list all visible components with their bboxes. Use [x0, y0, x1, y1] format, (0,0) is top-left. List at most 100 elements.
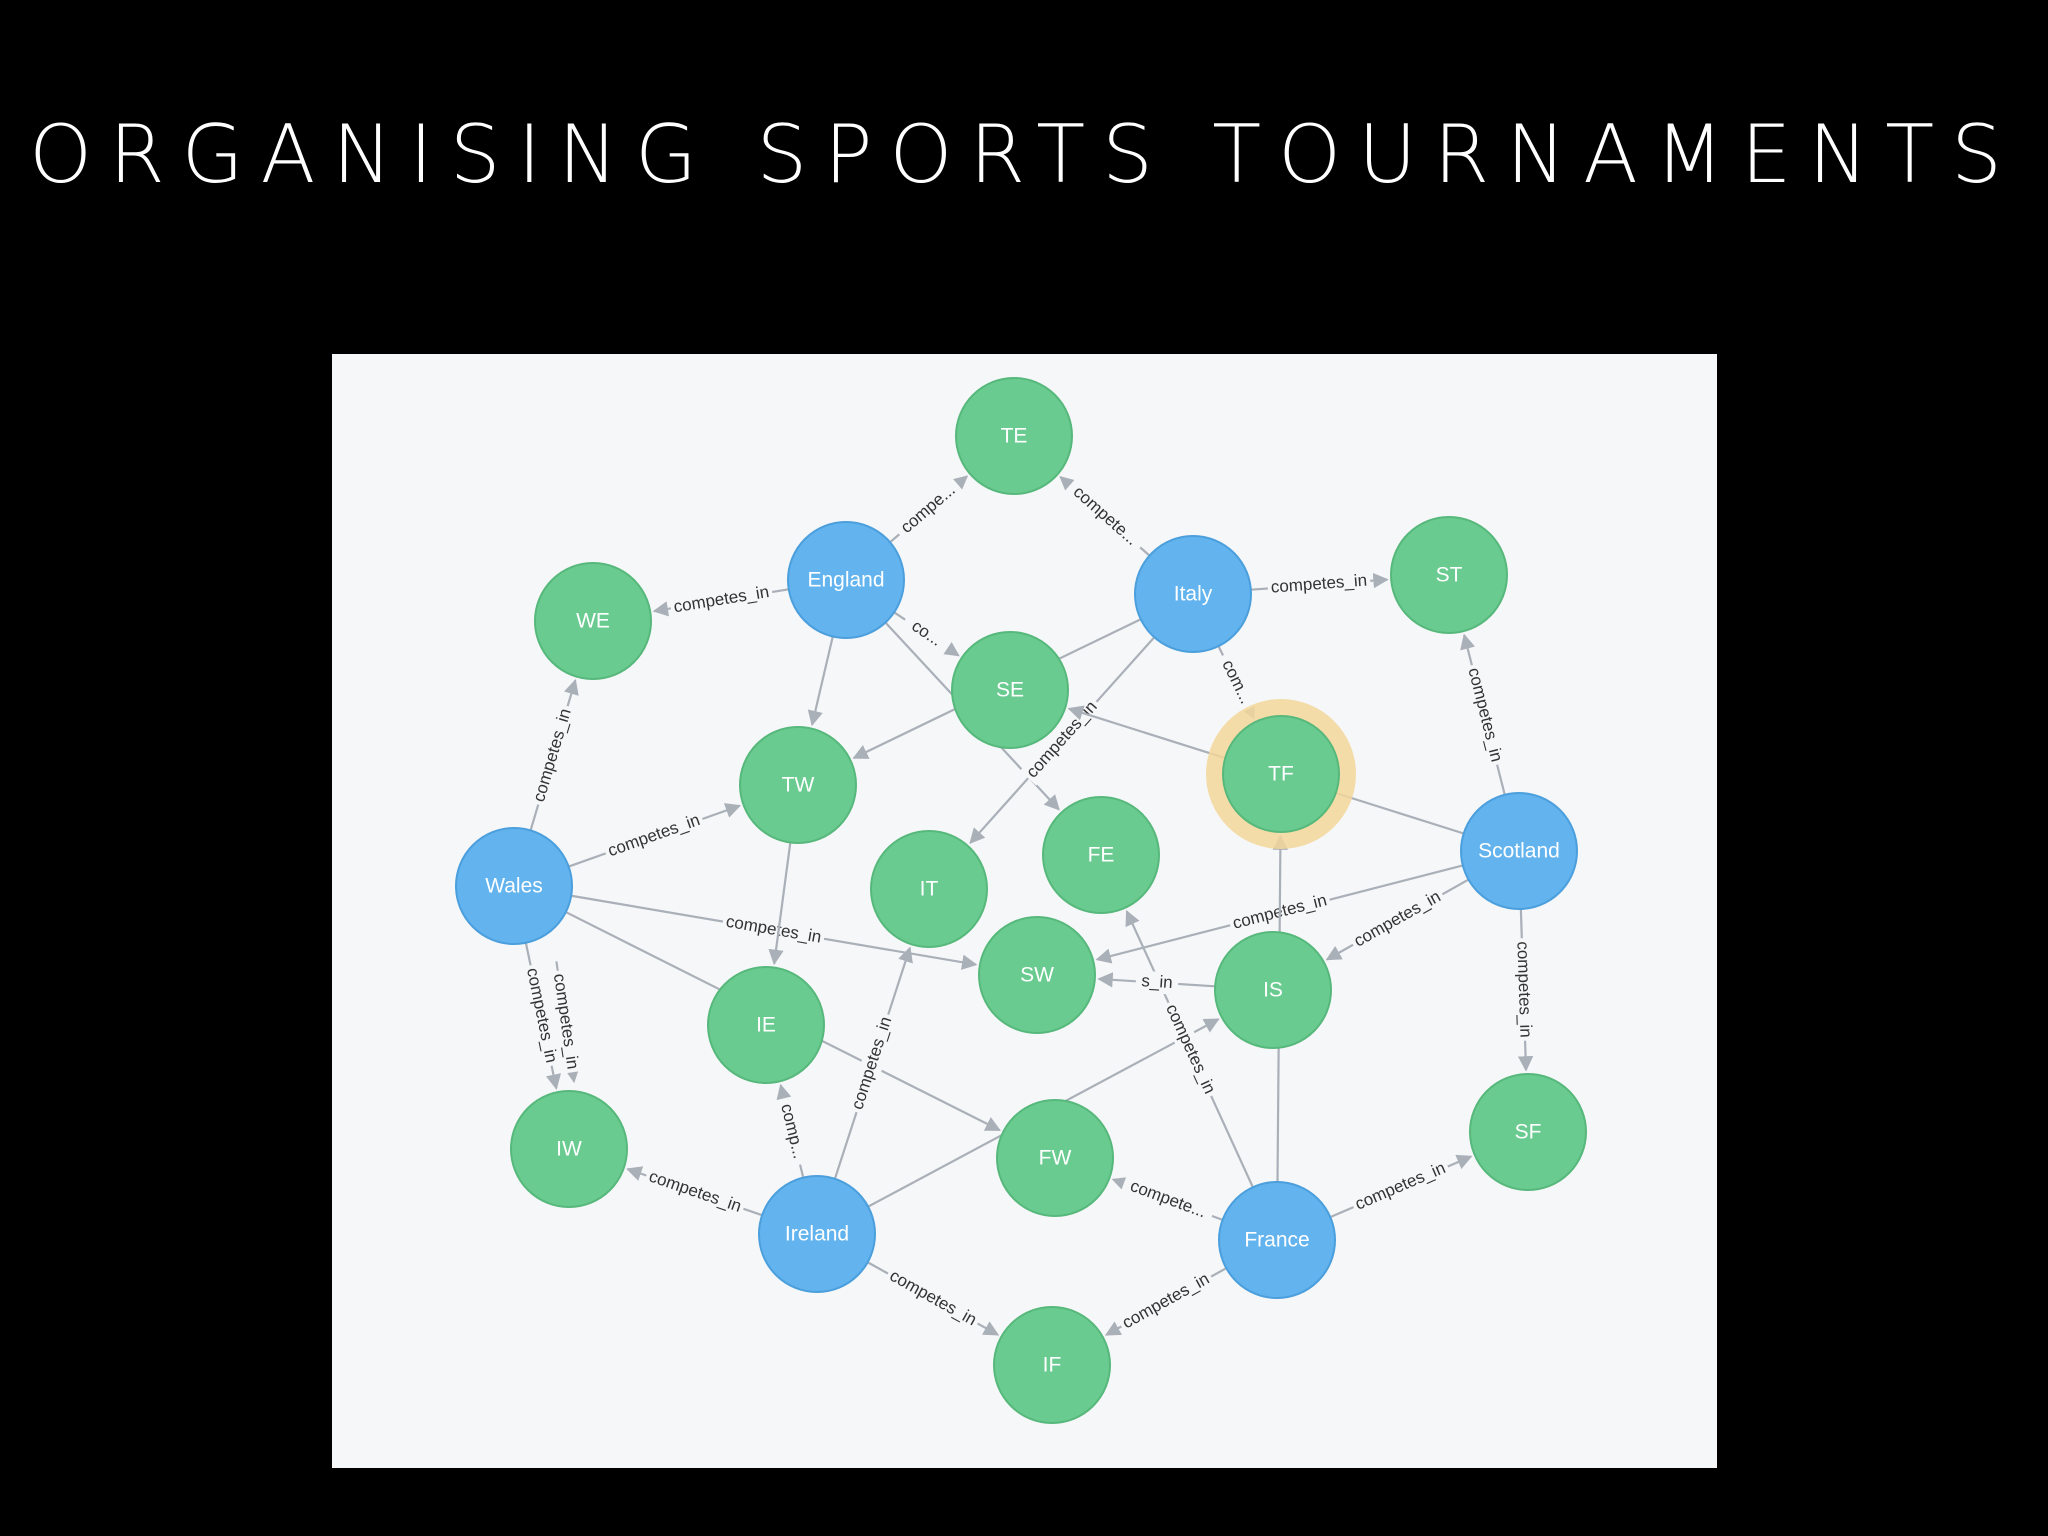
- edge-is-sw[interactable]: s_in: [1097, 970, 1216, 995]
- match-node-circle: [1390, 516, 1508, 634]
- edge-ireland-iw[interactable]: competes_in: [626, 1165, 763, 1220]
- node-ie[interactable]: IE: [707, 966, 825, 1084]
- team-node-circle: [1460, 792, 1578, 910]
- edge-label-group: comp...: [773, 1095, 811, 1168]
- node-te[interactable]: TE: [955, 377, 1073, 495]
- edge-label: compete...: [1070, 482, 1142, 549]
- graph-panel[interactable]: compe...competes_inco...cocompete...comp…: [332, 354, 1717, 1468]
- graph-canvas[interactable]: compe...competes_inco...cocompete...comp…: [332, 354, 1717, 1468]
- edge-label-background: [1116, 1266, 1217, 1337]
- node-label: SW: [1020, 964, 1054, 987]
- match-node-circle: [978, 916, 1096, 1034]
- node-label: FW: [1039, 1147, 1072, 1170]
- match-node-circle: [870, 830, 988, 948]
- node-france[interactable]: France: [1218, 1181, 1336, 1299]
- edge-label-background: [602, 808, 707, 864]
- edge-label-group: competes_in: [602, 808, 707, 864]
- node-st[interactable]: ST: [1390, 516, 1508, 634]
- edge-scotland-is[interactable]: competes_in: [1325, 878, 1470, 961]
- edge-england-we[interactable]: competes_in: [652, 581, 789, 620]
- edge-label-background: [899, 610, 954, 658]
- edge-label-group: competes_in: [1347, 884, 1448, 955]
- edge-label: competes_in: [1464, 666, 1506, 764]
- edge-label-background: [642, 1165, 747, 1220]
- node-label: FE: [1088, 844, 1115, 867]
- node-england[interactable]: England: [787, 521, 905, 639]
- edge-label-group: competes_in: [721, 910, 826, 950]
- edge-label: competes_in: [1351, 887, 1444, 951]
- edge-label: competes_in: [887, 1266, 980, 1330]
- match-node-circle: [1214, 931, 1332, 1049]
- edge-label: competes_in: [1119, 1269, 1212, 1332]
- edge-label-background: [546, 969, 584, 1074]
- node-label: England: [807, 569, 884, 592]
- node-it[interactable]: IT: [870, 830, 988, 948]
- edge-label-background: [519, 963, 563, 1069]
- edge-wales-we[interactable]: competes_in: [527, 678, 579, 831]
- match-node-circle: [955, 377, 1073, 495]
- node-label: TF: [1268, 763, 1294, 786]
- node-label: IT: [920, 878, 939, 901]
- node-tw[interactable]: TW: [739, 726, 857, 844]
- node-we[interactable]: WE: [534, 562, 652, 680]
- node-italy[interactable]: Italy: [1134, 535, 1252, 653]
- edge-ireland-ie[interactable]: comp...: [773, 1083, 811, 1178]
- node-label: ST: [1436, 564, 1463, 587]
- edge-label-group: competes_in: [1510, 937, 1537, 1042]
- match-node-circle: [951, 631, 1069, 749]
- match-node-circle: [1222, 715, 1340, 833]
- edge-label-group: compete...: [1119, 1173, 1216, 1227]
- node-label: TE: [1001, 425, 1028, 448]
- node-label: SE: [996, 679, 1024, 702]
- edge-wales-tw[interactable]: competes_in: [568, 803, 742, 868]
- edge-label-background: [1135, 970, 1179, 995]
- node-tf[interactable]: TF: [1206, 699, 1356, 849]
- edge-label: competes_in: [1352, 1158, 1448, 1214]
- match-node-circle: [510, 1090, 628, 1208]
- edge-england-te[interactable]: compe...: [889, 475, 969, 544]
- edge-label-group: co...: [899, 610, 954, 658]
- edge-england-se[interactable]: co...: [893, 610, 960, 658]
- edge-label-group: competes_in: [642, 1165, 747, 1220]
- node-label: France: [1244, 1229, 1309, 1252]
- edge-tw-ie[interactable]: [768, 842, 792, 966]
- edge-label-group: compe...: [892, 475, 965, 543]
- team-node-circle: [787, 521, 905, 639]
- edge-label: s_in: [1141, 971, 1173, 992]
- edge-label-background: [892, 475, 965, 543]
- node-wales[interactable]: Wales: [455, 827, 573, 945]
- node-is[interactable]: IS: [1214, 931, 1332, 1049]
- node-fw[interactable]: FW: [996, 1099, 1114, 1217]
- node-sw[interactable]: SW: [978, 916, 1096, 1034]
- node-label: Italy: [1174, 583, 1213, 606]
- node-label: WE: [576, 610, 610, 633]
- edge-france-if[interactable]: competes_in: [1104, 1266, 1227, 1337]
- node-label: IW: [556, 1138, 582, 1161]
- edge-italy-st[interactable]: competes_in: [1250, 569, 1389, 600]
- edge-scotland-st[interactable]: competes_in: [1460, 633, 1508, 796]
- node-label: SF: [1515, 1121, 1542, 1144]
- edge-ireland-if[interactable]: competes_in: [867, 1261, 1000, 1336]
- node-scotland[interactable]: Scotland: [1460, 792, 1578, 910]
- node-se[interactable]: SE: [951, 631, 1069, 749]
- node-sf[interactable]: SF: [1469, 1073, 1587, 1191]
- edge-france-sf[interactable]: competes_in: [1329, 1154, 1473, 1219]
- edge-england-tw[interactable]: [807, 636, 834, 727]
- edge-italy-te[interactable]: compete...: [1059, 476, 1151, 557]
- node-fe[interactable]: FE: [1042, 796, 1160, 914]
- edge-label-background: [1461, 662, 1508, 768]
- match-node-circle: [996, 1099, 1114, 1217]
- edge-france-fw[interactable]: compete...: [1111, 1173, 1223, 1227]
- edge-label-background: [1267, 569, 1371, 600]
- team-node-circle: [1218, 1181, 1336, 1299]
- edge-label-background: [1213, 650, 1260, 714]
- edge-label-background: [1158, 998, 1222, 1101]
- edge-scotland-sf[interactable]: competes_in: [1510, 908, 1537, 1072]
- node-ireland[interactable]: Ireland: [758, 1175, 876, 1293]
- edge-ireland-it[interactable]: competes_in: [833, 946, 913, 1180]
- node-label: TW: [782, 774, 815, 797]
- node-if[interactable]: IF: [993, 1306, 1111, 1424]
- edge-label-group: s_in: [1135, 970, 1179, 995]
- node-iw[interactable]: IW: [510, 1090, 628, 1208]
